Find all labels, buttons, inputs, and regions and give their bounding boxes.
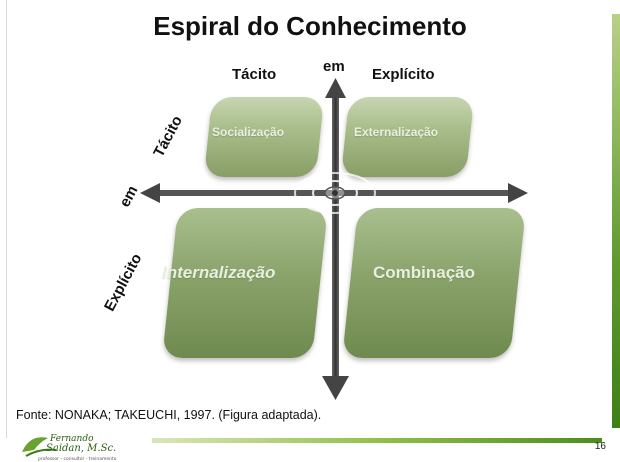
footer-accent-bar [152, 438, 602, 443]
vertical-axis-arrow-up [325, 78, 346, 98]
vertical-axis-arrow-down [322, 376, 349, 400]
svg-text:Fernando: Fernando [49, 434, 94, 444]
top-axis-label-explicito: Explícito [372, 66, 435, 83]
right-accent-bar [612, 14, 620, 428]
horizontal-axis-arrow-left [140, 183, 160, 203]
svg-text:Saidan, M.Sc.: Saidan, M.Sc. [46, 443, 116, 454]
quadrant-label-externalizacao: Externalização [354, 125, 439, 139]
spiral-ring-outer [294, 172, 376, 214]
author-logo: Fernando Saidan, M.Sc. professor - consu… [22, 434, 117, 462]
spiral-center [332, 190, 338, 196]
vertical-axis-shaft [332, 95, 339, 380]
top-axis-label-em: em [323, 58, 345, 75]
slide-title: Espiral do Conhecimento [153, 11, 467, 41]
svg-text:professor - consultor - treina: professor - consultor - treinamento [38, 456, 117, 462]
slide-border [6, 0, 610, 438]
horizontal-axis-arrow-right [508, 183, 528, 203]
quadrant-label-internalizacao: Internalização [162, 263, 276, 282]
quadrant-label-socializacao: Socialização [212, 125, 285, 139]
spiral-ring-middle [312, 180, 358, 206]
quadrant-label-combinacao: Combinação [373, 263, 476, 282]
page-number: 16 [594, 441, 606, 452]
top-axis-label-tacito: Tácito [232, 66, 277, 83]
source-citation: Fonte: NONAKA; TAKEUCHI, 1997. (Figura a… [16, 408, 322, 422]
